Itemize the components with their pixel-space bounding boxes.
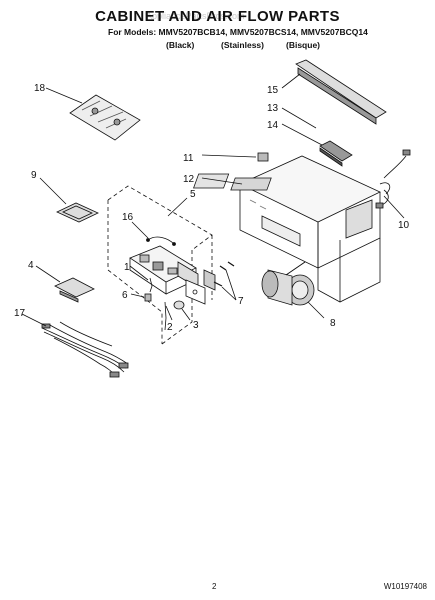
document-number: W10197408 — [383, 582, 427, 591]
callout-17: 17 — [14, 308, 26, 319]
callout-15: 15 — [267, 85, 279, 96]
callout-4: 4 — [28, 260, 34, 271]
callout-13: 13 — [267, 103, 279, 114]
callout-5: 5 — [190, 189, 196, 200]
page-title: CABINET AND AIR FLOW PARTS — [95, 8, 340, 25]
callout-18: 18 — [34, 83, 46, 94]
part-8-blower-motor — [261, 261, 325, 319]
callout-8: 8 — [330, 318, 336, 329]
part-16-wire — [131, 221, 176, 246]
part-6-screw — [130, 293, 152, 302]
part-7-screws — [213, 261, 237, 301]
callout-9: 9 — [31, 170, 37, 181]
finish-black: (Black) — [166, 40, 195, 50]
models-line: For Models: MMV5207BCB14, MMV5207BCS14, … — [108, 27, 368, 37]
callout-1: 1 — [124, 262, 130, 273]
watermark-text: AppliancePartsPros.com — [146, 11, 245, 21]
part-3-knob — [173, 300, 191, 321]
finish-bisque: (Bisque) — [286, 40, 320, 50]
part-9-filter — [39, 177, 99, 223]
callout-10: 10 — [398, 220, 410, 231]
part-12-cabinet — [193, 155, 381, 303]
callout-6: 6 — [122, 290, 128, 301]
part-1-clip — [129, 265, 153, 293]
callout-11: 11 — [183, 153, 194, 164]
callout-7: 7 — [238, 296, 244, 307]
part-10-wire-connector — [375, 149, 411, 219]
callout-2: 2 — [167, 322, 173, 333]
callout-3: 3 — [193, 320, 199, 331]
part-13-leader — [281, 107, 317, 129]
part-11-thermal-cutout — [201, 152, 269, 162]
part-4-bracket — [35, 265, 95, 303]
callout-12: 12 — [183, 174, 195, 185]
part-15-vent-grille — [281, 59, 387, 125]
part-17-wire-harness — [21, 313, 129, 378]
callout-16: 16 — [122, 212, 134, 223]
callout-14: 14 — [267, 120, 279, 131]
part-14-damper — [281, 123, 353, 167]
finish-stainless: (Stainless) — [221, 40, 264, 50]
part-18-packet — [45, 87, 141, 141]
page-number: 2 — [212, 582, 217, 591]
control-assembly — [129, 245, 216, 305]
part-2-spring — [164, 301, 173, 331]
